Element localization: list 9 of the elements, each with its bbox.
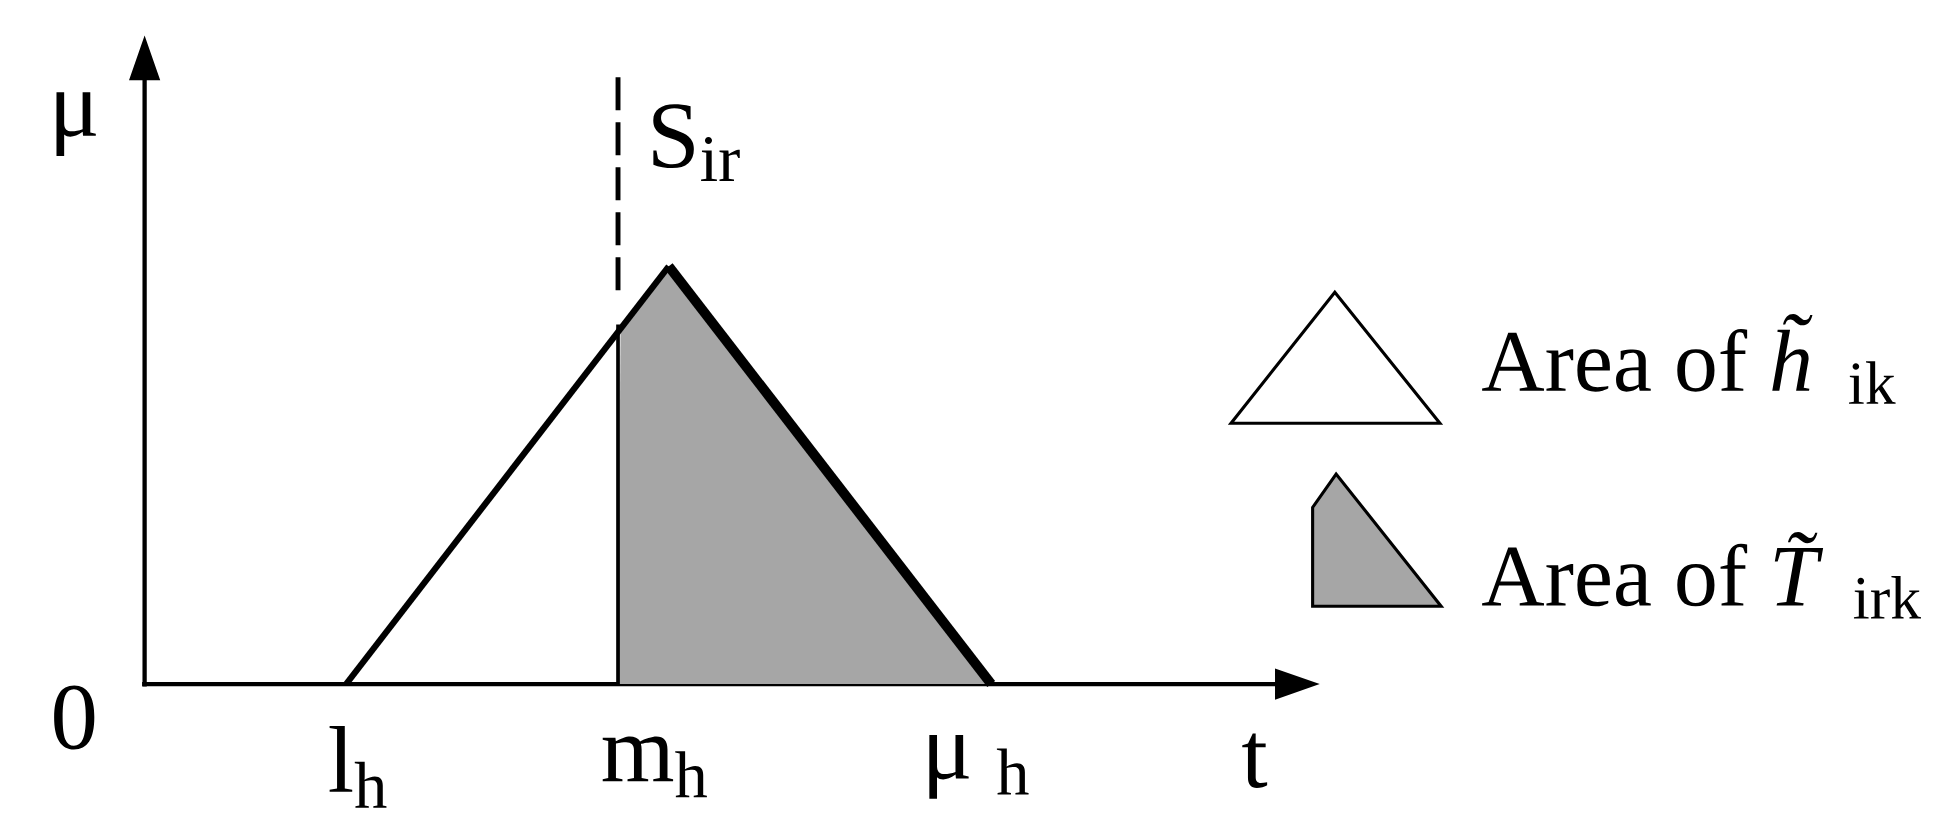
axis-label: l$_{h}$ (329, 725, 387, 808)
axis-label: μ (56, 92, 96, 157)
axis-label: 0 (54, 685, 95, 750)
axis-label: S$_{ir}$ (653, 104, 740, 182)
legend-label: Area of h̃$_{ik}$ (1482, 314, 1896, 404)
axis-label: μ $_{h}$ (929, 735, 1029, 799)
legend-label: Area of T̃$_{irk}$ (1482, 532, 1922, 619)
axis-label: t (1242, 733, 1268, 788)
axis-label: m$_{h}$ (602, 736, 707, 798)
